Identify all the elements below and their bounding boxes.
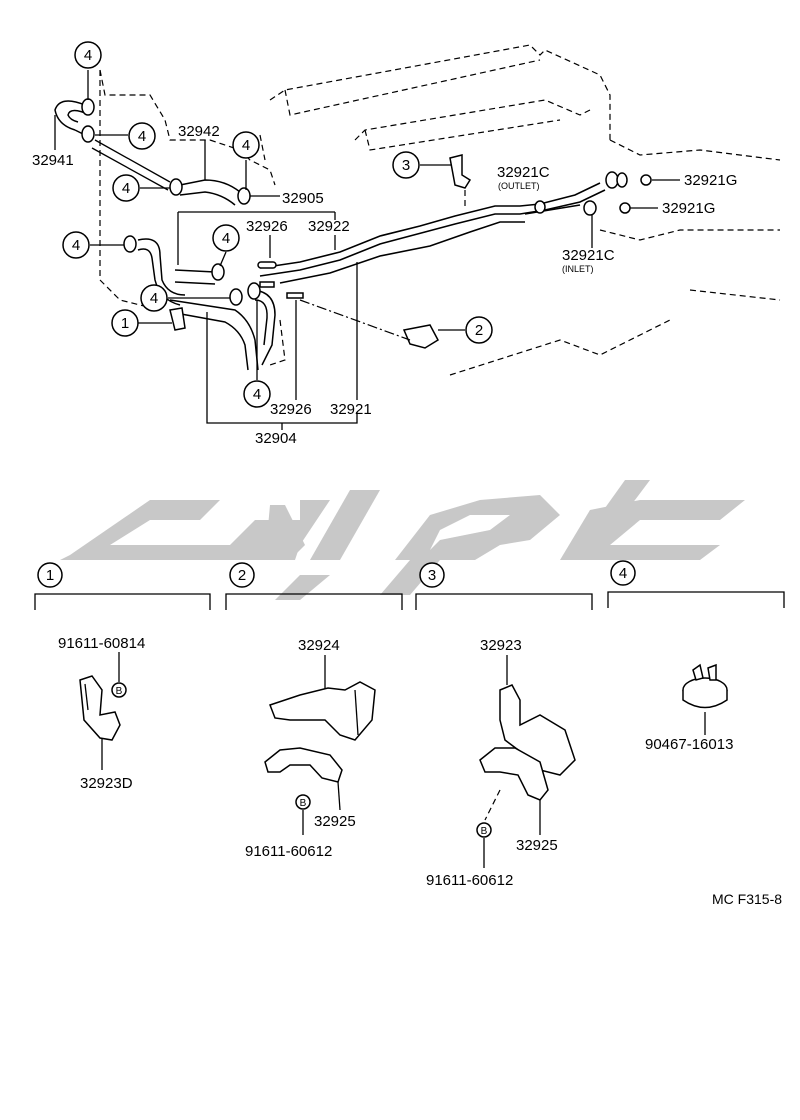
svg-text:4: 4 xyxy=(84,47,92,64)
label-32921g-bottom: 32921G xyxy=(662,200,715,217)
label-outlet: (OUTLET) xyxy=(498,181,540,191)
clamps-upper xyxy=(81,98,652,306)
group-4-header: 4 xyxy=(607,560,785,608)
callout-4-h: 4 xyxy=(243,380,271,408)
upper-part-labels: 32941 32942 32905 32926 32922 32926 3292… xyxy=(32,123,737,447)
callout-3: 3 xyxy=(392,151,420,179)
g2-top-label: 32924 xyxy=(298,637,340,654)
g3-top-label: 32923 xyxy=(480,637,522,654)
group-3-parts: 32923 B 32925 91611-60612 xyxy=(426,637,576,889)
svg-text:2: 2 xyxy=(238,567,246,584)
label-32941: 32941 xyxy=(32,152,74,169)
label-inlet: (INLET) xyxy=(562,264,594,274)
bracket-32923 xyxy=(499,684,576,776)
group-2-header: 2 xyxy=(225,562,403,610)
svg-text:B: B xyxy=(300,798,307,809)
group-2-parts: 32924 B 32925 91611-60612 xyxy=(245,637,376,860)
label-32942: 32942 xyxy=(178,123,220,140)
group-1-header: 1 xyxy=(34,562,211,610)
group-1-parts: 91611-60814 B 32923D xyxy=(58,635,145,792)
callout-1: 1 xyxy=(111,309,139,337)
callout-4-g: 4 xyxy=(140,284,168,312)
leader-lines-upper xyxy=(54,70,680,430)
label-32921c-inlet: 32921C xyxy=(562,247,615,264)
g1-bolt-label: 91611-60814 xyxy=(58,635,145,652)
svg-text:3: 3 xyxy=(402,157,410,174)
callout-2: 2 xyxy=(465,316,493,344)
svg-text:4: 4 xyxy=(150,290,158,307)
dashed-leaders xyxy=(299,190,466,341)
callout-4-c: 4 xyxy=(112,174,140,202)
group-3-header: 3 xyxy=(415,562,593,610)
figure-code: MC F315-8 xyxy=(712,891,782,907)
callout-4-d: 4 xyxy=(232,131,260,159)
group-4-parts: 90467-16013 xyxy=(645,663,733,753)
svg-text:4: 4 xyxy=(138,128,146,145)
bracket-32925-a xyxy=(264,747,343,783)
g1-part-label: 32923D xyxy=(80,775,133,792)
svg-text:4: 4 xyxy=(253,386,261,403)
bracket-32924 xyxy=(269,681,376,741)
label-32921c-outlet: 32921C xyxy=(497,164,550,181)
svg-text:4: 4 xyxy=(619,565,627,582)
group-headers: 1 2 3 4 xyxy=(34,560,785,610)
g3-bottom-label: 32925 xyxy=(516,837,558,854)
engine-outline xyxy=(99,44,781,376)
label-32905: 32905 xyxy=(282,190,324,207)
g2-bottom-label: 32925 xyxy=(314,813,356,830)
label-32926-bottom: 32926 xyxy=(270,401,312,418)
svg-text:1: 1 xyxy=(121,315,129,332)
svg-text:3: 3 xyxy=(428,567,436,584)
label-32921g-top: 32921G xyxy=(684,172,737,189)
svg-text:2: 2 xyxy=(475,322,483,339)
watermark-logo xyxy=(60,480,745,600)
svg-text:B: B xyxy=(116,686,123,697)
heater-hoses xyxy=(54,100,606,371)
svg-text:4: 4 xyxy=(222,230,230,247)
callout-4-f: 4 xyxy=(212,224,240,252)
svg-text:4: 4 xyxy=(122,180,130,197)
brackets-upper xyxy=(169,154,472,349)
callout-4-b: 4 xyxy=(128,122,156,150)
label-32926-top: 32926 xyxy=(246,218,288,235)
svg-text:1: 1 xyxy=(46,567,54,584)
bracket-32923d xyxy=(79,675,121,741)
callout-circles: 4 4 4 4 4 4 4 4 1 2 3 xyxy=(62,41,493,408)
g4-part-label: 90467-16013 xyxy=(645,736,733,753)
hose-clamp-icon xyxy=(682,663,728,709)
svg-text:B: B xyxy=(481,826,488,837)
svg-text:4: 4 xyxy=(242,137,250,154)
g2-bolt-label: 91611-60612 xyxy=(245,843,332,860)
svg-text:4: 4 xyxy=(72,237,80,254)
label-32921: 32921 xyxy=(330,401,372,418)
callout-4-e: 4 xyxy=(62,231,90,259)
label-32922: 32922 xyxy=(308,218,350,235)
callout-4-a: 4 xyxy=(74,41,102,69)
label-32904: 32904 xyxy=(255,430,297,447)
g3-bolt-label: 91611-60612 xyxy=(426,872,513,889)
